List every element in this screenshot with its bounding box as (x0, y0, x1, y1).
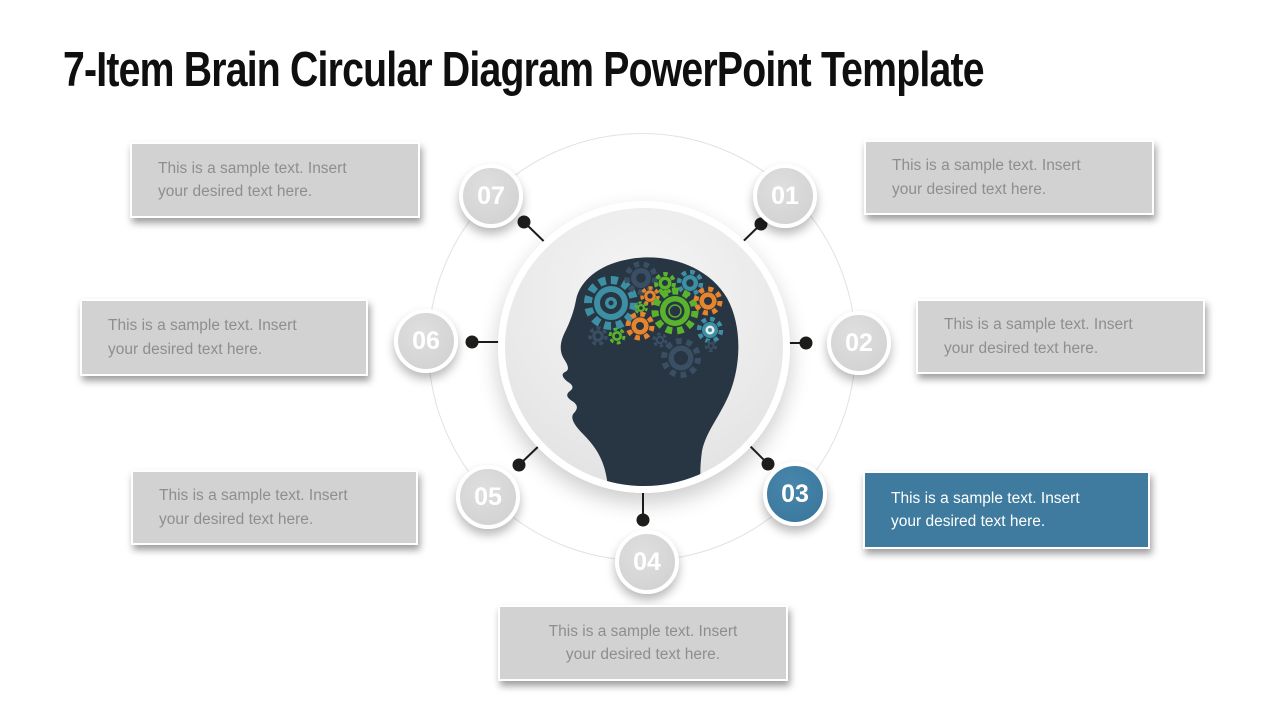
item-07-number: 07 (477, 181, 505, 210)
center-circle (498, 201, 790, 493)
item-07-text-line2: your desired text here. (158, 183, 313, 200)
item-07-text-line1: This is a sample text. Insert (158, 159, 347, 177)
item-01-badge[interactable]: 01 (753, 164, 817, 228)
item-02-number: 02 (845, 328, 873, 357)
item-05-text-box[interactable]: This is a sample text. Insert your desir… (131, 470, 418, 545)
item-05-badge[interactable]: 05 (456, 465, 520, 529)
item-02-text-line1: This is a sample text. Insert (944, 316, 1133, 333)
item-06-number: 06 (412, 326, 440, 355)
item-01-text-line1: This is a sample text. Insert (892, 157, 1081, 174)
item-05-text-line1: This is a sample text. Insert (159, 487, 348, 504)
item-07-badge[interactable]: 07 (459, 164, 523, 228)
connector-04 (636, 488, 650, 527)
item-05-text-line2: your desired text here. (159, 510, 314, 528)
item-06-text-line1: This is a sample text. Insert (108, 317, 297, 334)
item-02-badge[interactable]: 02 (827, 311, 891, 375)
item-04-text-line2: your desired text here. (565, 646, 721, 663)
item-04-number: 04 (633, 547, 661, 576)
item-05-number: 05 (474, 482, 502, 511)
item-04-badge[interactable]: 04 (615, 530, 679, 594)
gears-icon (584, 261, 724, 378)
brain-head-graphic (560, 257, 739, 486)
item-06-badge[interactable]: 06 (394, 309, 458, 373)
item-07-text-box[interactable]: This is a sample text. Insert your desir… (130, 142, 420, 218)
item-01-number: 01 (771, 181, 799, 210)
item-06-text-box[interactable]: This is a sample text. Insert your desir… (80, 299, 368, 376)
item-03-text-line2: your desired text here. (891, 513, 1046, 530)
item-02-text-box[interactable]: This is a sample text. Insert your desir… (916, 299, 1205, 374)
item-03-number: 03 (781, 479, 809, 508)
item-03-badge[interactable]: 03 (763, 462, 827, 526)
item-01-text-line2: your desired text here. (892, 180, 1047, 198)
item-04-text-box[interactable]: This is a sample text. Insert your desir… (498, 605, 788, 681)
item-02-text-line2: your desired text here. (944, 339, 1099, 357)
item-06-text-line2: your desired text here. (108, 340, 263, 358)
item-03-text-box[interactable]: This is a sample text. Insert your desir… (863, 471, 1150, 549)
slide-title: 7-Item Brain Circular Diagram PowerPoint… (63, 43, 985, 97)
item-01-text-box[interactable]: This is a sample text. Insert your desir… (864, 140, 1154, 215)
item-03-text-line1: This is a sample text. Insert (891, 489, 1080, 507)
item-04-text-line1: This is a sample text. Insert (548, 622, 738, 640)
